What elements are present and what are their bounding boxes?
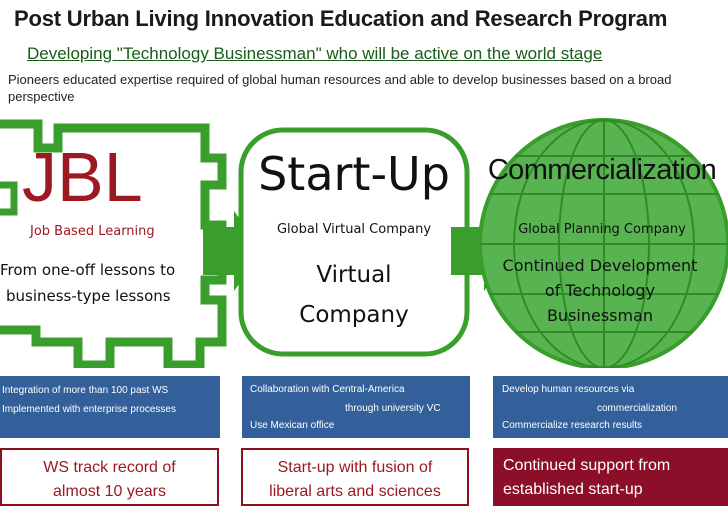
result-line: Continued support from <box>503 457 671 474</box>
startup-text-line1: Virtual <box>316 262 391 288</box>
jbl-text-line2: business-type lessons <box>6 287 171 305</box>
result-box-commercialization: Continued support from established start… <box>493 448 728 506</box>
program-diagram: JBL Job Based Learning From one-off less… <box>0 118 728 368</box>
info-line: Collaboration with Central-America <box>250 384 405 395</box>
result-line: WS track record of <box>43 459 176 476</box>
jbl-inner-piece <box>0 181 18 216</box>
commercialization-label: Global Planning Company <box>518 222 686 237</box>
commercialization-text-line1: Continued Development <box>503 256 698 275</box>
page-description: Pioneers educated expertise required of … <box>8 72 672 104</box>
info-line: Use Mexican office <box>250 420 335 431</box>
jbl-text-line1: From one-off lessons to <box>0 261 175 279</box>
jbl-outline <box>0 119 227 368</box>
globe-icon <box>478 118 728 368</box>
startup-text-line2: Company <box>299 302 408 328</box>
info-line: Develop human resources via <box>502 384 635 395</box>
startup-label: Global Virtual Company <box>277 222 431 237</box>
info-box-jbl: Integration of more than 100 past WS Imp… <box>0 376 220 438</box>
info-line: Integration of more than 100 past WS <box>2 385 169 396</box>
info-line: through university VC <box>345 403 441 414</box>
startup-heading: Start-Up <box>258 147 450 201</box>
result-box-startup: Start-up with fusion of liberal arts and… <box>241 448 469 506</box>
result-line: almost 10 years <box>53 483 166 500</box>
info-box-startup: Collaboration with Central-America throu… <box>242 376 470 438</box>
info-line: Implemented with enterprise processes <box>2 404 176 415</box>
jbl-label: Job Based Learning <box>29 224 155 239</box>
commercialization-text-line3: Businessman <box>547 306 653 325</box>
result-line: Start-up with fusion of <box>277 459 433 476</box>
info-line: commercialization <box>597 403 678 414</box>
info-box-commercialization: Develop human resources via commercializ… <box>493 376 728 438</box>
result-line: established start-up <box>503 481 643 498</box>
page-subtitle: Developing "Technology Businessman" who … <box>27 44 603 63</box>
page-title: Post Urban Living Innovation Education a… <box>14 6 668 31</box>
result-line: liberal arts and sciences <box>269 483 441 500</box>
commercialization-heading: Commercialization <box>488 154 716 186</box>
result-box-jbl: WS track record of almost 10 years <box>0 448 219 506</box>
info-line: Commercialize research results <box>502 420 643 431</box>
jbl-heading: JBL <box>22 138 143 216</box>
commercialization-text-line2: of Technology <box>545 281 655 300</box>
